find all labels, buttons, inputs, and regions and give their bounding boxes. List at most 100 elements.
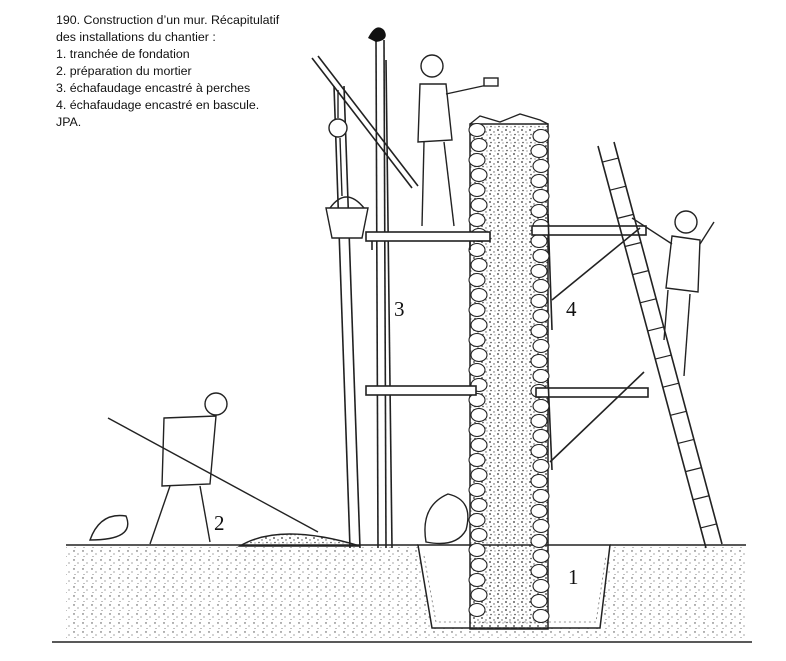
wall-stone [468,212,486,228]
wall-stone [530,503,548,519]
wall-stone [530,533,548,549]
caption-title-line2: des installations du chantier : [56,30,216,44]
ladder-rung [609,185,627,191]
wall-stone [530,263,548,279]
ladder-rung [602,157,619,163]
wall-stone [468,602,486,618]
wall-stone [468,512,486,528]
wall-stone [530,323,548,339]
label-mortar: 2 [214,511,225,535]
wall-stone [468,302,486,318]
wall-stone [530,233,548,249]
wall-stone [468,452,486,468]
wall-stone [530,443,548,459]
wall-stone [468,182,486,198]
wall-stone [530,173,548,189]
label-pole-scaffold: 3 [394,297,405,321]
cantilever-scaffold [531,213,649,471]
pulley-bucket [325,90,369,239]
ladder-rung [639,298,657,304]
wall-stone [532,308,550,324]
mortar-worker [89,392,361,547]
label-trench: 1 [568,565,579,589]
wall-stone [532,128,550,144]
bird [368,27,386,42]
ladder-rung [685,467,702,473]
caption-title-line1: 190. Construction d’un mur. Récapitulati… [56,13,280,27]
wall-stone [532,248,550,264]
wall-stone [532,608,550,624]
wall-stone [530,593,548,609]
wall-stone [530,293,548,309]
wall-stone [530,143,548,159]
figure-caption: 190. Construction d’un mur. Récapitulati… [56,12,346,131]
wall-stone [530,203,548,219]
worker-on-ladder [631,210,715,377]
wall-stone [532,278,550,294]
caption-credit: JPA. [56,115,82,129]
wall-stone [468,332,486,348]
amphora [424,493,469,545]
wall-stone [468,542,486,558]
wall-stone [470,347,488,363]
ground [52,544,752,643]
label-cantilever-scaffold: 4 [566,297,577,321]
ladder-rung [624,241,642,248]
wall-stone [468,362,486,378]
wall-stone [532,398,550,414]
wall-stone [470,587,488,603]
ladder-rung [662,382,679,388]
wall-stone [468,272,486,288]
wall-stone [470,527,488,543]
wall-stone [470,437,488,453]
wall-stone [470,257,488,273]
ladder-rung [670,410,687,416]
ladder-rung [677,438,695,445]
wall-stone [532,158,550,174]
wall-stone [532,368,550,384]
caption-item-3: 3. échafaudage encastré à perches [56,81,251,95]
wall-stone [530,413,548,429]
pole-scaffold [311,39,491,549]
wall-stone [470,467,488,483]
ladder-rung [617,213,634,219]
wall-stone [532,548,550,564]
ladder-rung [692,495,710,501]
wall-stone [468,152,486,168]
wall-stone [470,557,488,573]
wall-stone [468,482,486,498]
wall-stone [470,317,488,333]
wall-stone [530,353,548,369]
wall-stone [470,197,488,213]
wall-stone [470,137,488,153]
caption-item-2: 2. préparation du mortier [56,64,192,78]
wall-stone [532,338,550,354]
wall-stone [532,518,550,534]
stone-wall [468,113,550,630]
caption-item-1: 1. tranchée de fondation [56,47,190,61]
caption-item-4: 4. échafaudage encastré en bascule. [56,98,260,112]
ladder [597,141,723,549]
wall-stone [530,563,548,579]
wall-stone [468,242,486,258]
wall-stone [470,287,488,303]
ladder-rung [655,354,672,360]
wall-stone [532,578,550,594]
wall-stone [470,407,488,423]
wall-stone [468,422,486,438]
wall-stone [468,572,486,588]
ladder-rung [700,523,717,529]
wall-stone [470,167,488,183]
ladder-rung [632,270,649,276]
wall-stone [532,458,550,474]
wall-stone [468,392,486,408]
wall-stone [532,428,550,444]
wall-stone [532,488,550,504]
wall-stone [530,473,548,489]
wall-stone [532,188,550,204]
wall-stone [470,497,488,513]
ladder-rung [647,326,664,332]
mason-on-scaffold [417,54,499,227]
